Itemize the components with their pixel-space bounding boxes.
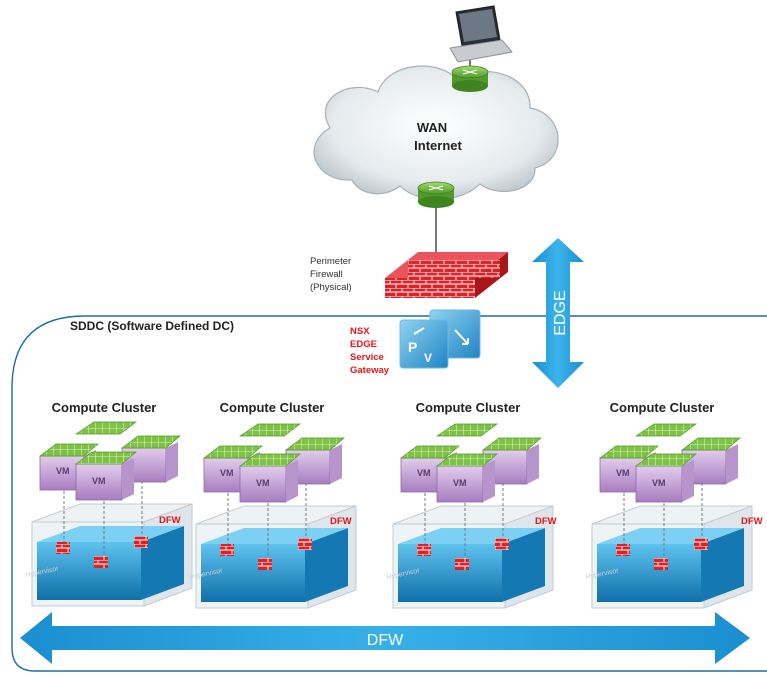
svg-text:P: P	[408, 339, 417, 355]
compute-cluster-2: Compute Cluster VM VM Hypervisor DFW	[189, 400, 357, 609]
brick-firewall-icon	[385, 252, 508, 298]
cluster-graphic: VM VM Hypervisor	[25, 421, 193, 607]
router-icon	[417, 181, 455, 208]
vm-label: VM	[256, 478, 270, 488]
dfw-label: DFW	[159, 515, 181, 526]
dfw-bar-label: DFW	[367, 632, 404, 649]
svg-text:V: V	[424, 351, 432, 365]
vm-label: VM	[220, 468, 234, 478]
router-icon	[451, 65, 489, 92]
cluster-title: Compute Cluster	[52, 400, 157, 415]
cluster-graphic: VM VM Hypervisor	[189, 423, 357, 609]
compute-cluster-1: Compute Cluster VM VM Hypervisor DFW	[25, 400, 193, 607]
dfw-label: DFW	[535, 516, 557, 527]
nsx-label-3: Service	[350, 352, 384, 363]
compute-cluster-4: Compute Cluster VM VM Hypervisor DFW	[585, 400, 763, 609]
cluster-graphic: VM VM Hypervisor	[386, 423, 554, 609]
cluster-title: Compute Cluster	[416, 400, 521, 415]
internet-label: Internet	[414, 138, 462, 153]
nsx-label-4: Gateway	[350, 365, 390, 376]
dfw-label: DFW	[330, 516, 352, 527]
sddc-title: SDDC (Software Defined DC)	[70, 319, 234, 333]
vm-label: VM	[652, 478, 666, 488]
edge-label: EDGE	[552, 290, 569, 335]
laptop-icon	[449, 5, 513, 63]
nsx-label-1: NSX	[350, 326, 370, 337]
cluster-title: Compute Cluster	[220, 400, 325, 415]
wan-label: WAN	[417, 120, 447, 135]
vm-label: VM	[453, 478, 467, 488]
vm-label: VM	[92, 476, 106, 486]
nsx-label-2: EDGE	[350, 339, 377, 350]
nsx-edge-icon: P V	[399, 309, 481, 369]
dfw-arrow	[20, 612, 750, 664]
vm-label: VM	[56, 466, 70, 476]
dfw-label: DFW	[741, 516, 763, 527]
cluster-graphic: VM VM Hypervisor	[585, 423, 753, 609]
sddc-boundary	[11, 315, 767, 672]
compute-cluster-3: Compute Cluster VM VM Hypervisor DFW	[386, 400, 557, 609]
vm-label: VM	[417, 468, 431, 478]
perimeter-label-1: Perimeter	[310, 256, 351, 267]
perimeter-label-3: (Physical)	[310, 282, 352, 293]
perimeter-label-2: Firewall	[310, 269, 343, 280]
vm-label: VM	[616, 468, 630, 478]
cluster-title: Compute Cluster	[610, 400, 715, 415]
edge-arrow	[532, 238, 584, 388]
